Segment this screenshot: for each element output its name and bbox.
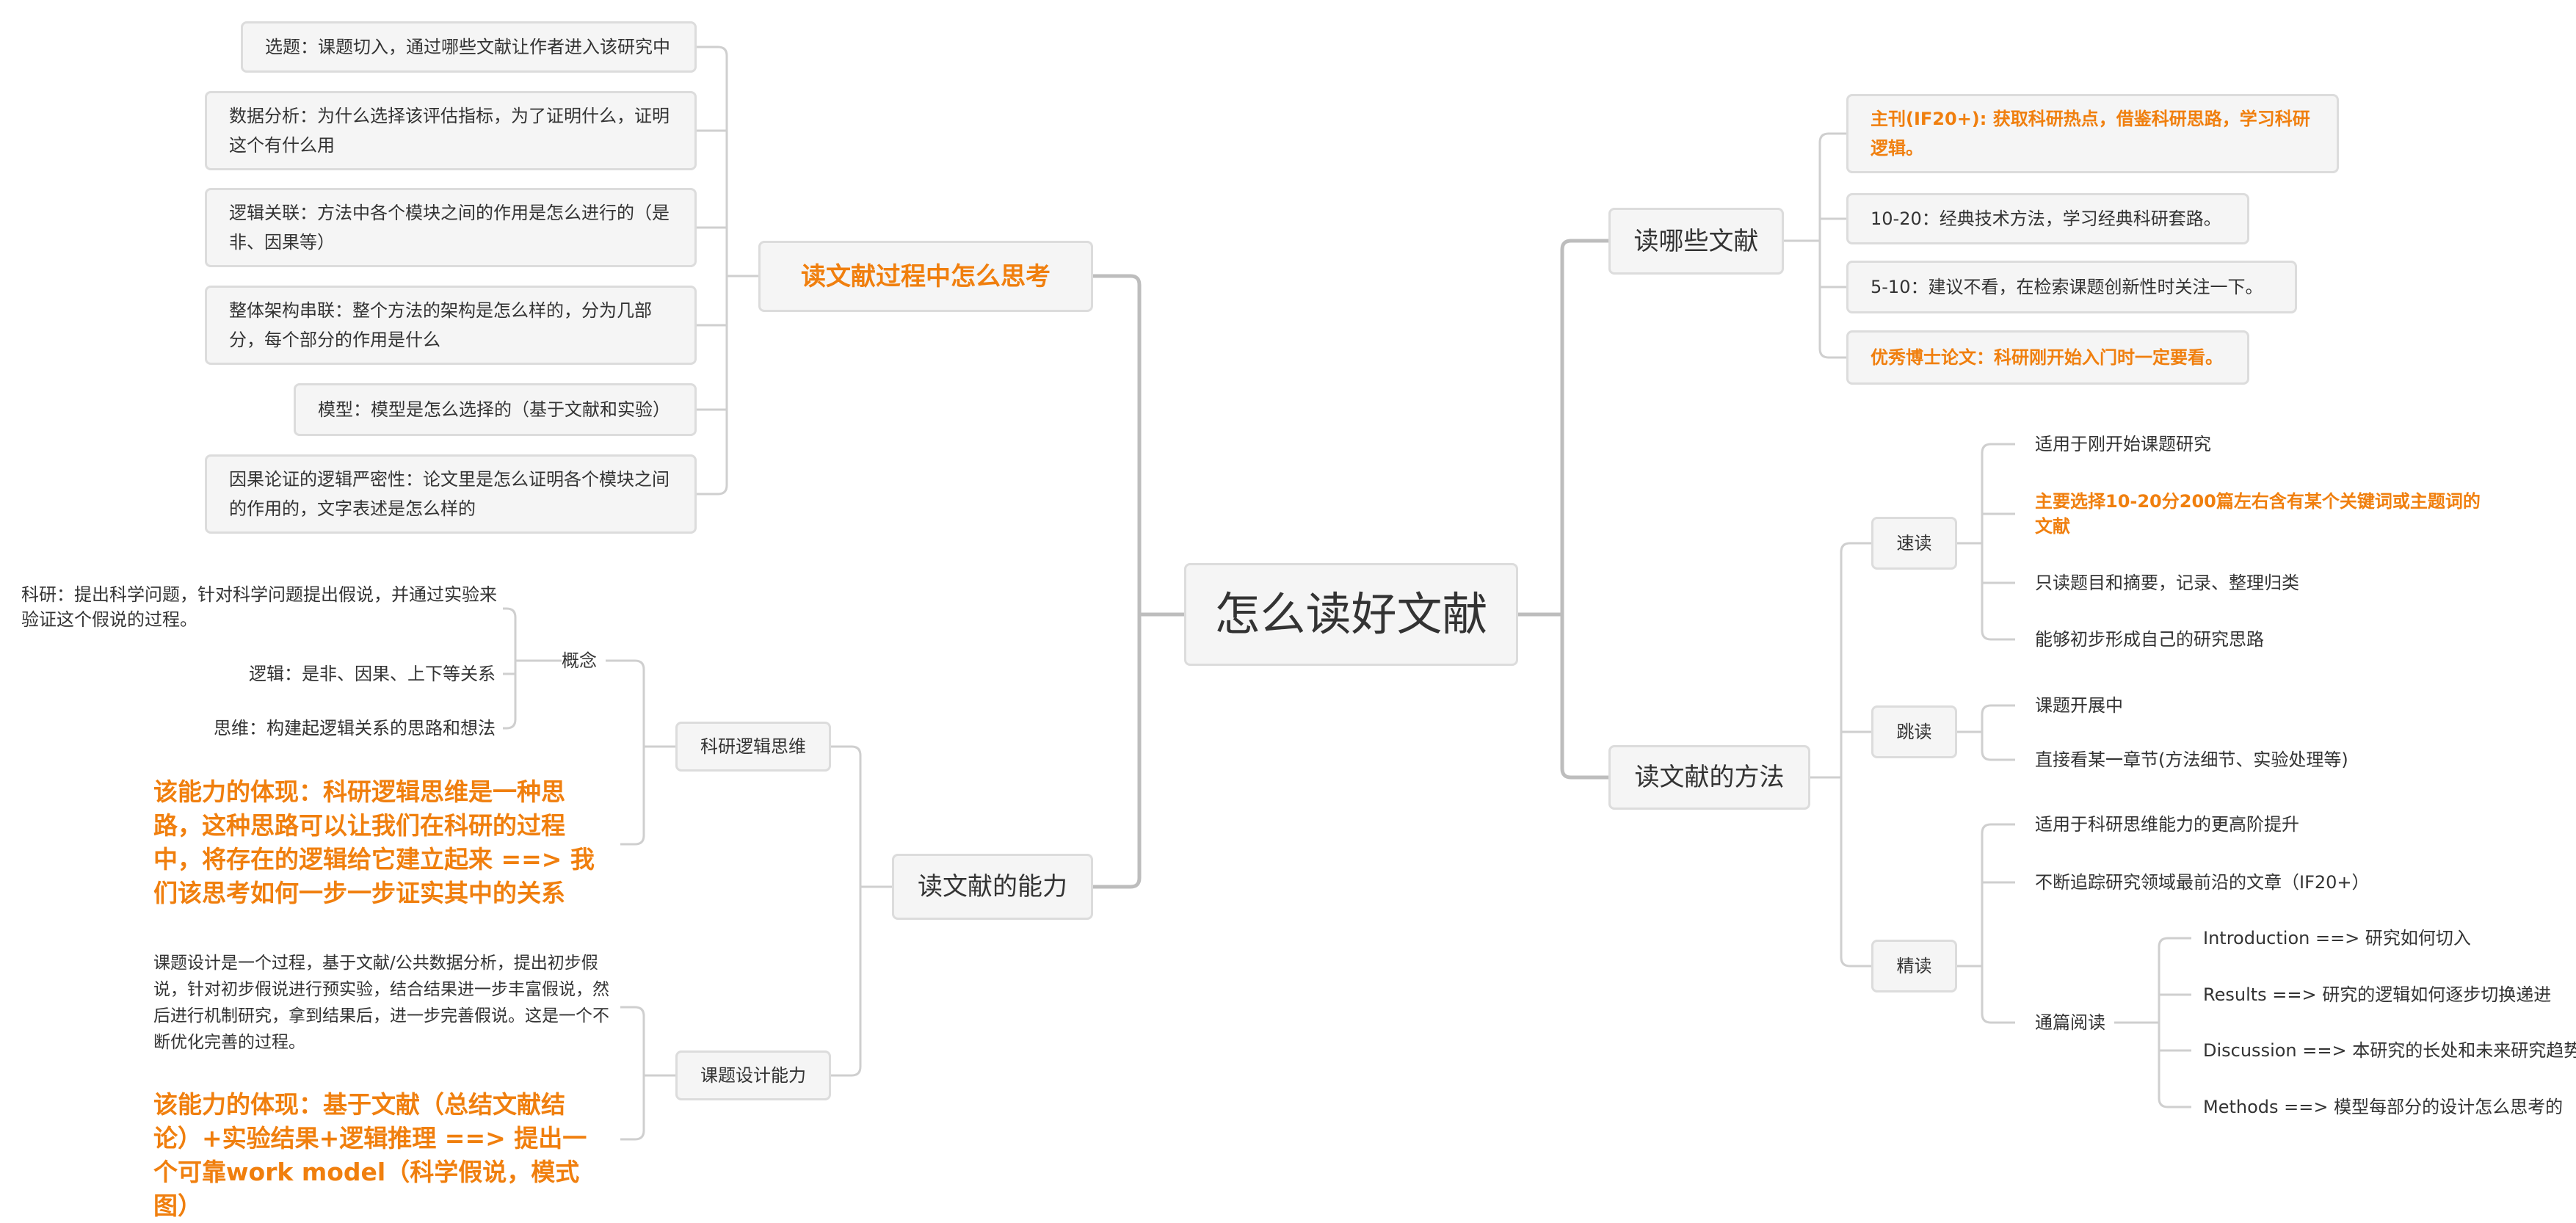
which-item[interactable]: 主刊(IF20+): 获取科研热点，借鉴科研思路，学习科研逻辑。: [1846, 94, 2339, 173]
subtopic-topic-design[interactable]: 课题设计能力: [675, 1050, 831, 1100]
logic-manifestation[interactable]: 该能力的体现：科研逻辑思维是一种思路，这种思路可以让我们在科研的过程中，将存在的…: [153, 777, 595, 907]
topic-which-literature[interactable]: 读哪些文献: [1608, 208, 1784, 275]
full-reading-item[interactable]: Discussion ==> 本研究的长处和未来研究趋势: [2203, 1040, 2576, 1061]
concept-label[interactable]: 概念: [562, 650, 597, 671]
thinking-item[interactable]: 数据分析：为什么选择该评估指标，为了证明什么，证明这个有什么用: [205, 91, 697, 170]
skip-item[interactable]: 直接看某一章节(方法细节、实验处理等): [2035, 750, 2348, 770]
which-item[interactable]: 10-20：经典技术方法，学习经典科研套路。: [1846, 193, 2249, 244]
thinking-item[interactable]: 因果论证的逻辑严密性：论文里是怎么证明各个模块之间的作用的，文字表述是怎么样的: [205, 454, 697, 534]
design-description[interactable]: 课题设计是一个过程，基于文献/公共数据分析，提出初步假说，针对初步假说进行预实验…: [153, 954, 609, 1052]
thinking-item[interactable]: 选题：课题切入，通过哪些文献让作者进入该研究中: [241, 21, 697, 73]
speed-item[interactable]: 主要选择10-20分200篇左右含有某个关键词或主题词的文献: [2035, 491, 2481, 537]
method-skip-reading[interactable]: 跳读: [1871, 705, 1957, 758]
topic-thinking[interactable]: 读文献过程中怎么思考: [758, 241, 1093, 312]
full-reading-item[interactable]: Introduction ==> 研究如何切入: [2203, 928, 2471, 948]
intensive-item[interactable]: 适用于科研思维能力的更高阶提升: [2035, 814, 2299, 835]
full-reading-label[interactable]: 通篇阅读: [2035, 1012, 2105, 1033]
topic-reading-methods[interactable]: 读文献的方法: [1608, 745, 1810, 810]
full-reading-item[interactable]: Methods ==> 模型每部分的设计怎么思考的: [2203, 1097, 2564, 1117]
method-speed-reading[interactable]: 速读: [1871, 517, 1957, 570]
skip-item[interactable]: 课题开展中: [2035, 695, 2123, 716]
subtopic-logic-thinking[interactable]: 科研逻辑思维: [675, 722, 831, 772]
speed-item[interactable]: 能够初步形成自己的研究思路: [2035, 629, 2264, 650]
which-item[interactable]: 优秀博士论文：科研刚开始入门时一定要看。: [1846, 330, 2249, 385]
design-manifestation[interactable]: 该能力的体现：基于文献（总结文献结论）+实验结果+逻辑推理 ==> 提出一个可靠…: [153, 1090, 587, 1220]
connector-lines: [503, 46, 2191, 1141]
central-topic[interactable]: 怎么读好文献: [1184, 563, 1518, 666]
topic-ability[interactable]: 读文献的能力: [892, 854, 1093, 920]
intensive-item[interactable]: 不断追踪研究领域最前沿的文章（IF20+）: [2035, 872, 2370, 893]
thinking-item[interactable]: 整体架构串联：整个方法的架构是怎么样的，分为几部分，每个部分的作用是什么: [205, 286, 697, 365]
thinking-item[interactable]: 逻辑关联：方法中各个模块之间的作用是怎么进行的（是非、因果等）: [205, 188, 697, 267]
concept-item[interactable]: 逻辑：是非、因果、上下等关系: [249, 664, 496, 684]
concept-item[interactable]: 思维：构建起逻辑关系的思路和想法: [214, 718, 496, 738]
speed-item[interactable]: 适用于刚开始课题研究: [2035, 434, 2211, 454]
full-reading-item[interactable]: Results ==> 研究的逻辑如何逐步切换递进: [2203, 984, 2552, 1005]
thinking-item[interactable]: 模型：模型是怎么选择的（基于文献和实验）: [294, 383, 697, 436]
speed-item[interactable]: 只读题目和摘要，记录、整理归类: [2035, 573, 2299, 593]
which-item[interactable]: 5-10：建议不看，在检索课题创新性时关注一下。: [1846, 261, 2297, 313]
concept-item[interactable]: 科研：提出科学问题，针对科学问题提出假说，并通过实验来验证这个假说的过程。: [21, 584, 497, 630]
method-intensive-reading[interactable]: 精读: [1871, 940, 1957, 992]
